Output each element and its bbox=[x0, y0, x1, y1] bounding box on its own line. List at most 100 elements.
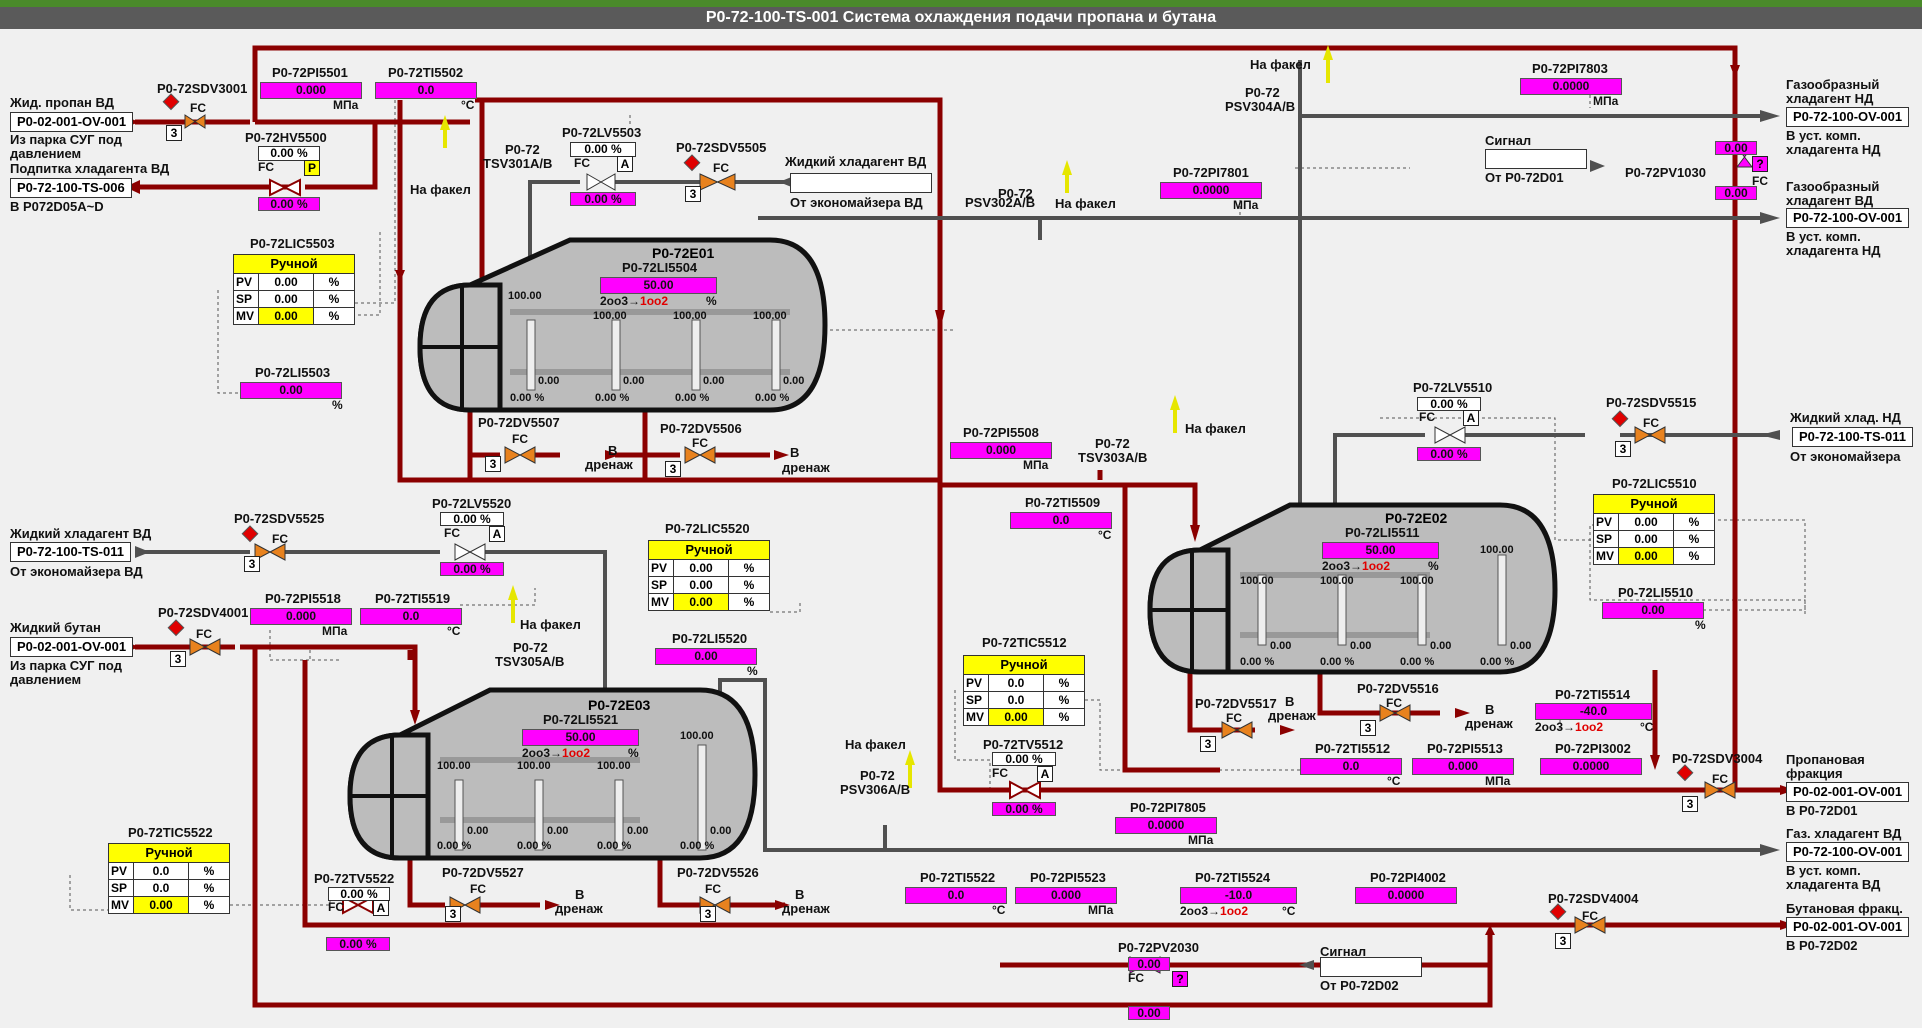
sdv3004-tag: P0-72SDV3004 bbox=[1672, 751, 1763, 766]
pv2030-q[interactable]: ? bbox=[1172, 971, 1188, 987]
dv5526-3[interactable]: 3 bbox=[700, 906, 716, 922]
pi5513-unit: МПа bbox=[1485, 774, 1511, 788]
stream-gas-refrig-hp-tag[interactable]: P0-72-100-OV-001 bbox=[1786, 842, 1910, 862]
pi7805-value[interactable]: 0.0000 bbox=[1115, 817, 1217, 834]
ti5522-value[interactable]: 0.0 bbox=[905, 887, 1007, 904]
ti5514-value[interactable]: -40.0 bbox=[1535, 703, 1652, 720]
pv1030-pos[interactable]: 0.00 bbox=[1715, 141, 1757, 155]
tv5522-pos[interactable]: 0.00 % bbox=[328, 887, 390, 901]
li5503-tag: P0-72LI5503 bbox=[255, 365, 331, 380]
tv5512-mv[interactable]: 0.00 % bbox=[992, 802, 1056, 816]
lv5510-tag: P0-72LV5510 bbox=[1413, 380, 1493, 395]
hv5500-p[interactable]: P bbox=[304, 160, 320, 176]
ti5502-value[interactable]: 0.0 bbox=[375, 82, 477, 99]
stream-makeup-tag[interactable]: P0-72-100-TS-006 bbox=[10, 178, 132, 198]
stream-gas-hp-tag[interactable]: P0-72-100-OV-001 bbox=[1786, 208, 1910, 228]
ti5524-tag: P0-72TI5524 bbox=[1195, 870, 1271, 885]
pi7803-value[interactable]: 0.0000 bbox=[1520, 78, 1622, 95]
hv5500-mv[interactable]: 0.00 % bbox=[258, 197, 320, 211]
lv5503-mv[interactable]: 0.00 % bbox=[570, 192, 636, 206]
hv5500-pos[interactable]: 0.00 % bbox=[258, 146, 320, 161]
signal1-box[interactable] bbox=[1485, 149, 1587, 169]
sdv5505-3[interactable]: 3 bbox=[685, 186, 701, 202]
stream-liq-lp-tag[interactable]: P0-72-100-TS-011 bbox=[1792, 427, 1913, 447]
pv1030-q[interactable]: ? bbox=[1752, 156, 1768, 172]
tv5512-a[interactable]: A bbox=[1037, 766, 1053, 782]
stream-liq-lp-sub1: От экономайзера bbox=[1790, 449, 1901, 464]
pi4002-value[interactable]: 0.0000 bbox=[1355, 887, 1457, 904]
sdv5525-3[interactable]: 3 bbox=[244, 556, 260, 572]
pi5518-value[interactable]: 0.000 bbox=[250, 608, 352, 625]
drain-label-4a: В bbox=[795, 887, 805, 902]
ti5509-value[interactable]: 0.0 bbox=[1010, 512, 1112, 529]
sdv4004-3[interactable]: 3 bbox=[1555, 933, 1571, 949]
vessel-e01-name: P0-72E01 bbox=[652, 245, 715, 261]
lv5510-a[interactable]: A bbox=[1463, 410, 1479, 426]
vessel-e03-li-tag: P0-72LI5521 bbox=[543, 712, 619, 727]
sdv3004-3[interactable]: 3 bbox=[1682, 796, 1698, 812]
lv5510-pos[interactable]: 0.00 % bbox=[1417, 397, 1481, 411]
e02-g3-top: 100.00 bbox=[1400, 575, 1434, 587]
pi5501-unit: МПа bbox=[333, 98, 359, 112]
stream-refrig-hp-tag[interactable]: P0-72-100-TS-011 bbox=[10, 542, 131, 562]
pv2030-mv[interactable]: 0.00 bbox=[1128, 1006, 1170, 1020]
tv5522-mv[interactable]: 0.00 % bbox=[326, 937, 390, 951]
dv5506-3[interactable]: 3 bbox=[665, 461, 681, 477]
e02-g3-val: 0.00 bbox=[1430, 640, 1452, 652]
sdv3001-3[interactable]: 3 bbox=[166, 125, 182, 141]
lic5503-mode[interactable]: Ручной bbox=[234, 255, 354, 274]
lv5520-tag: P0-72LV5520 bbox=[432, 496, 512, 511]
dv5517-3[interactable]: 3 bbox=[1200, 736, 1216, 752]
li5520-value[interactable]: 0.00 bbox=[655, 648, 757, 665]
sdv4001-tag: P0-72SDV4001 bbox=[158, 605, 249, 620]
li5503-value[interactable]: 0.00 bbox=[240, 382, 342, 399]
pv1030-mv[interactable]: 0.00 bbox=[1715, 186, 1757, 200]
gray-arrows bbox=[135, 110, 1780, 970]
lv5503-a[interactable]: A bbox=[617, 156, 633, 172]
dv5507-3[interactable]: 3 bbox=[485, 456, 501, 472]
pv1030-tag: P0-72PV1030 bbox=[1625, 165, 1706, 180]
stream-econ-box[interactable] bbox=[790, 173, 932, 193]
sdv3001-valve[interactable] bbox=[185, 113, 207, 131]
stream-butane-tag[interactable]: P0-02-001-OV-001 bbox=[10, 637, 134, 657]
lv5520-a[interactable]: A bbox=[489, 526, 505, 542]
lv5520-mv[interactable]: 0.00 % bbox=[440, 562, 504, 576]
pi3002-value[interactable]: 0.0000 bbox=[1540, 758, 1642, 775]
pi5508-unit: МПа bbox=[1023, 458, 1049, 472]
lv5520-pos[interactable]: 0.00 % bbox=[440, 512, 504, 526]
stream-propane-tag[interactable]: P0-02-001-OV-001 bbox=[10, 112, 134, 132]
stream-gas-lp-tag[interactable]: P0-72-100-OV-001 bbox=[1786, 107, 1910, 127]
vessel-e03-li-value[interactable]: 50.00 bbox=[522, 729, 639, 746]
ti5512-value[interactable]: 0.0 bbox=[1300, 758, 1402, 775]
vessel-e01-li-value[interactable]: 50.00 bbox=[600, 277, 717, 294]
pi5513-value[interactable]: 0.000 bbox=[1412, 758, 1514, 775]
lv5510-mv[interactable]: 0.00 % bbox=[1417, 447, 1481, 461]
sdv5515-3[interactable]: 3 bbox=[1615, 441, 1631, 457]
pi5523-value[interactable]: 0.000 bbox=[1015, 887, 1117, 904]
drain-label-6b: дренаж bbox=[1465, 716, 1513, 731]
lv5503-fc: FC bbox=[574, 156, 590, 170]
pi7801-value[interactable]: 0.0000 bbox=[1160, 182, 1262, 199]
pi5508-value[interactable]: 0.000 bbox=[950, 442, 1052, 459]
pi5501-value[interactable]: 0.000 bbox=[260, 82, 362, 99]
signal2-box[interactable] bbox=[1320, 957, 1422, 977]
tv5522-a[interactable]: A bbox=[373, 900, 389, 916]
stream-butane-frac-tag[interactable]: P0-02-001-OV-001 bbox=[1786, 917, 1910, 937]
sdv4001-3[interactable]: 3 bbox=[170, 651, 186, 667]
li5510-value[interactable]: 0.00 bbox=[1602, 602, 1704, 619]
pv2030-pos[interactable]: 0.00 bbox=[1128, 957, 1170, 971]
pi5518-unit: МПа bbox=[322, 624, 348, 638]
ti5519-value[interactable]: 0.0 bbox=[360, 608, 462, 625]
vessel-e02-li-value[interactable]: 50.00 bbox=[1322, 542, 1439, 559]
tv5512-pos[interactable]: 0.00 % bbox=[992, 752, 1056, 766]
ti5524-value[interactable]: -10.0 bbox=[1180, 887, 1297, 904]
stream-propane-frac-tag[interactable]: P0-02-001-OV-001 bbox=[1786, 782, 1910, 802]
lv5503-pos[interactable]: 0.00 % bbox=[570, 142, 636, 157]
dv5527-3[interactable]: 3 bbox=[445, 906, 461, 922]
dv5516-3[interactable]: 3 bbox=[1360, 720, 1376, 736]
